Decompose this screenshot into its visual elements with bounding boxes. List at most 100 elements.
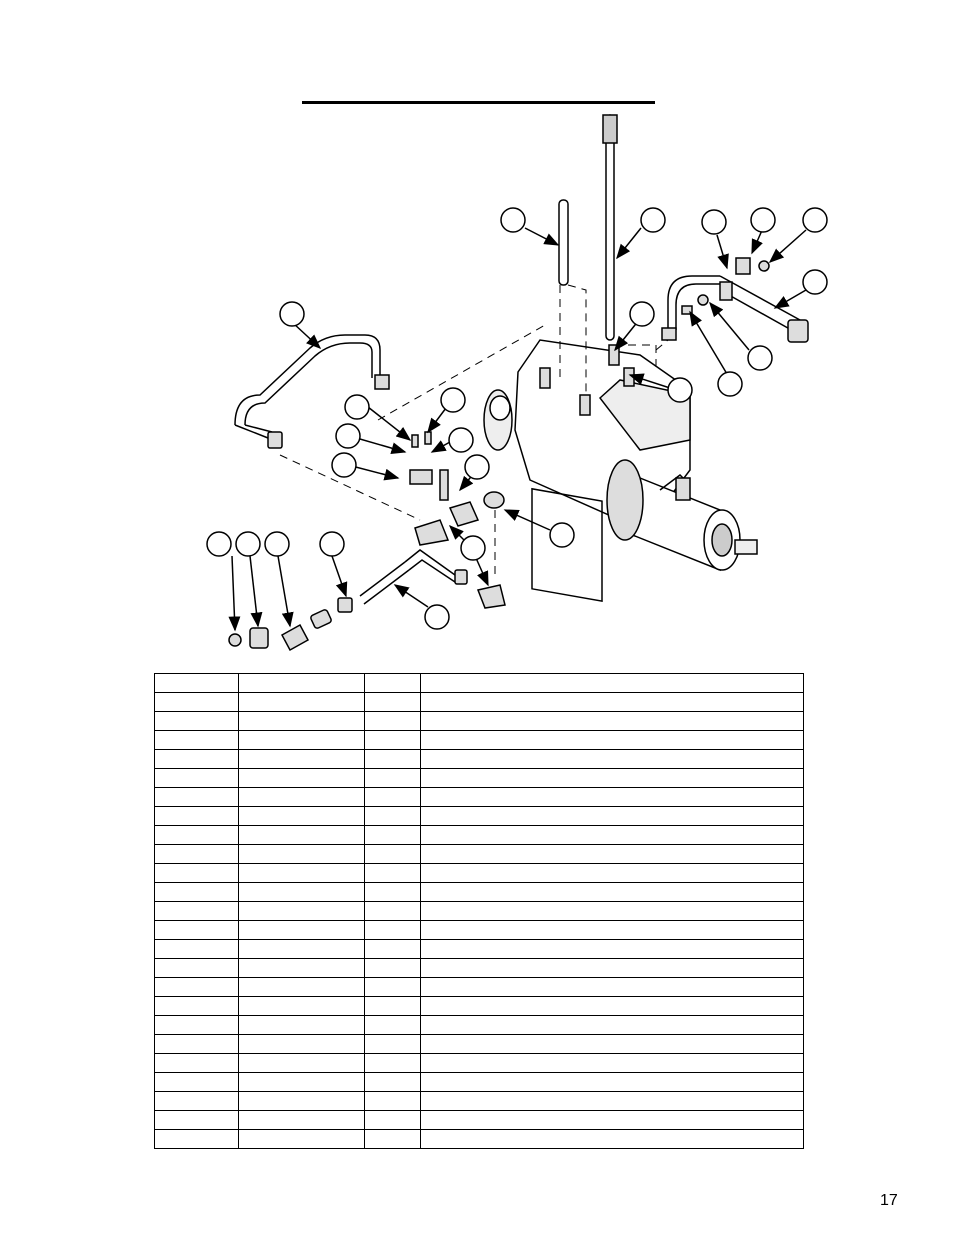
table-cell	[154, 901, 239, 921]
table-cell	[364, 806, 421, 826]
table-cell	[154, 844, 239, 864]
table-cell	[238, 939, 365, 959]
callout-circle	[667, 377, 693, 403]
table-cell	[364, 1072, 421, 1092]
table-cell	[364, 901, 421, 921]
table-row	[154, 958, 804, 978]
table-cell	[420, 1034, 804, 1054]
table-cell	[154, 806, 239, 826]
table-cell	[420, 863, 804, 883]
parts-list-table	[154, 673, 804, 1149]
table-row	[154, 1091, 804, 1111]
table-cell	[154, 768, 239, 788]
table-cell	[420, 1129, 804, 1149]
table-cell	[364, 730, 421, 750]
callout-circle	[448, 427, 474, 453]
pump-housing	[483, 339, 691, 603]
table-row	[154, 806, 804, 826]
table-cell	[364, 825, 421, 845]
callout-circle	[206, 531, 232, 557]
table-cell	[420, 768, 804, 788]
table-cell	[238, 863, 365, 883]
table-cell	[420, 977, 804, 997]
motor-cylinder	[606, 459, 758, 572]
table-cell	[420, 787, 804, 807]
callout-circle	[750, 207, 776, 233]
table-cell	[238, 977, 365, 997]
table-cell	[364, 863, 421, 883]
table-row	[154, 825, 804, 845]
table-row	[154, 996, 804, 1016]
table-cell	[238, 673, 365, 693]
table-row	[154, 1034, 804, 1054]
table-cell	[420, 996, 804, 1016]
table-cell	[238, 1091, 365, 1111]
table-cell	[154, 730, 239, 750]
callout-circle	[335, 423, 361, 449]
table-cell	[238, 749, 365, 769]
table-cell	[238, 768, 365, 788]
table-cell	[154, 1129, 239, 1149]
table-cell	[154, 673, 239, 693]
table-cell	[238, 730, 365, 750]
table-cell	[154, 1053, 239, 1073]
callout-circle	[319, 531, 345, 557]
table-row	[154, 920, 804, 940]
table-cell	[420, 825, 804, 845]
table-row	[154, 863, 804, 883]
table-row	[154, 787, 804, 807]
callout-circle	[717, 371, 743, 397]
table-cell	[420, 730, 804, 750]
table-cell	[154, 863, 239, 883]
table-row	[154, 692, 804, 712]
table-cell	[154, 958, 239, 978]
table-cell	[364, 1110, 421, 1130]
callout-circle	[802, 207, 828, 233]
table-cell	[364, 768, 421, 788]
table-cell	[364, 920, 421, 940]
table-cell	[238, 1053, 365, 1073]
callout-circle	[629, 301, 655, 327]
callout-circles	[206, 207, 828, 630]
table-row	[154, 711, 804, 731]
table-cell	[238, 958, 365, 978]
callout-circle	[344, 394, 370, 420]
table-cell	[420, 901, 804, 921]
tubes	[234, 114, 801, 605]
title-underline	[302, 101, 655, 104]
table-row	[154, 749, 804, 769]
table-cell	[238, 1110, 365, 1130]
table-cell	[238, 692, 365, 712]
table-cell	[364, 958, 421, 978]
callout-circle	[460, 535, 486, 561]
table-cell	[420, 939, 804, 959]
callout-circle	[331, 452, 357, 478]
table-cell	[420, 1091, 804, 1111]
table-cell	[154, 1015, 239, 1035]
table-row	[154, 1072, 804, 1092]
callout-circle	[500, 207, 526, 233]
table-cell	[238, 844, 365, 864]
callout-circle	[264, 531, 290, 557]
callout-circle	[640, 207, 666, 233]
callout-arrows	[228, 227, 807, 632]
table-cell	[238, 1034, 365, 1054]
table-cell	[364, 673, 421, 693]
table-cell	[238, 825, 365, 845]
table-cell	[238, 1072, 365, 1092]
table-cell	[154, 977, 239, 997]
table-row	[154, 1129, 804, 1149]
table-cell	[364, 844, 421, 864]
table-cell	[238, 920, 365, 940]
callout-circle	[440, 387, 466, 413]
table-row	[154, 730, 804, 750]
callout-circle	[802, 269, 828, 295]
table-cell	[364, 749, 421, 769]
table-cell	[420, 711, 804, 731]
table-cell	[420, 806, 804, 826]
callout-circle	[549, 522, 575, 548]
table-cell	[420, 844, 804, 864]
table-cell	[238, 787, 365, 807]
table-cell	[154, 1110, 239, 1130]
table-cell	[420, 1053, 804, 1073]
